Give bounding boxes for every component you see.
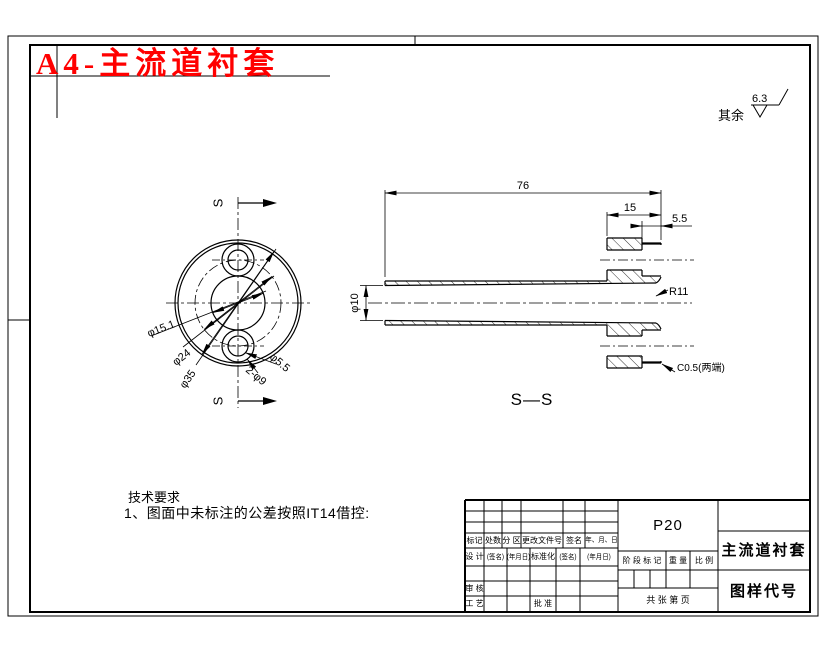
section-letter-top: S [210, 198, 225, 207]
tb-date2: (年月日) [587, 553, 611, 561]
tb-sig2: (签名) [559, 553, 577, 561]
dim-r11: R11 [669, 286, 688, 298]
tb-scale: 比 例 [694, 555, 714, 565]
tb-sheet-info: 共 张 第 页 [646, 594, 690, 605]
roughness-value: 6.3 [752, 93, 767, 105]
section-view: 76 15 5.5 φ10 R11 C0.5(两端) S—S [349, 180, 725, 409]
tb-sig1: (签名) [486, 553, 505, 561]
tb-mark: 标记 [466, 535, 483, 545]
front-view: S S φ15.1 φ24 φ35 φ5.5 2-φ9 [146, 197, 310, 408]
tb-material: P20 [653, 517, 683, 534]
tb-sign: 签名 [566, 535, 582, 545]
tb-drawing-code: 图样代号 [729, 582, 798, 600]
surface-note-label: 其余 [718, 108, 745, 123]
tb-standardize: 标准化 [531, 552, 555, 561]
roughness-symbol [751, 88, 789, 118]
dim-15: 15 [624, 202, 636, 214]
tech-requirement-1: 1、图面中未标注的公差按照IT14借控: [124, 505, 370, 521]
tb-craft: 工 艺 [465, 599, 484, 608]
tb-approve: 批 准 [533, 599, 553, 608]
front-dim-lines [150, 248, 277, 374]
tb-stage-mark: 阶 段 标 记 [622, 555, 662, 565]
section-letter-bottom: S [210, 396, 225, 405]
section-dim-lines [360, 190, 692, 373]
tech-requirements-heading: 技术要求 [128, 490, 181, 505]
section-outline [384, 237, 662, 369]
dim-phi5-5: φ5.5 [267, 351, 292, 375]
tb-weight: 重 量 [668, 555, 688, 565]
tb-part-name: 主流道衬套 [721, 542, 807, 559]
tb-date1: (年月日) [506, 553, 531, 561]
dim-phi15-1: φ15.1 [146, 318, 177, 339]
dim-phi35: φ35 [178, 368, 199, 391]
section-caption: S—S [511, 390, 554, 409]
title-block-grid [464, 499, 810, 612]
tb-zone: 分 区 [502, 535, 521, 545]
dim-5-5: 5.5 [672, 213, 687, 225]
tb-count: 处数 [485, 535, 501, 545]
tb-audit: 审 核 [465, 583, 484, 593]
sheet-frame [7, 35, 819, 617]
dim-76: 76 [517, 180, 529, 192]
section-arrows [238, 199, 277, 405]
dim-phi24: φ24 [170, 347, 193, 368]
section-centerlines [368, 259, 694, 347]
document-title: A4-主流道衬套 [36, 46, 280, 81]
tb-ymd: 年、月、日 [585, 537, 618, 544]
tb-design: 设 计 [465, 552, 484, 561]
dim-chamfer: C0.5(两端) [677, 361, 725, 374]
dim-phi10: φ10 [349, 293, 361, 312]
tb-change-doc: 更改文件号 [522, 535, 562, 545]
dim-2-phi9: 2-φ9 [243, 364, 268, 388]
